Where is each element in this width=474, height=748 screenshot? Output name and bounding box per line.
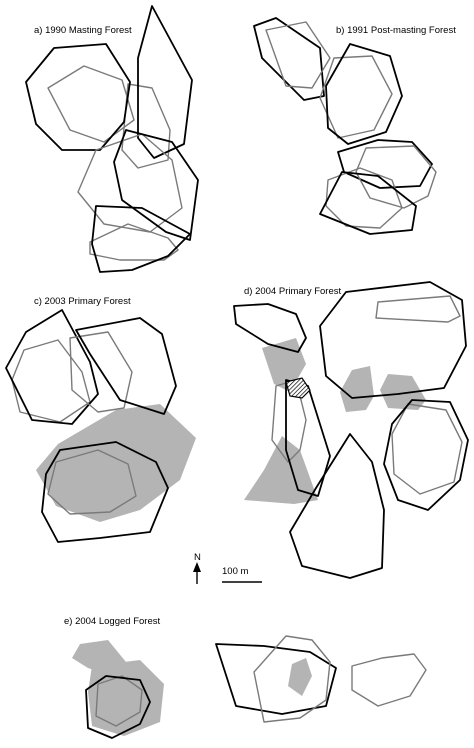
panel-d: d) 2004 Primary Forest (233, 281, 469, 579)
panel-a-title: a) 1990 Masting Forest (34, 25, 132, 36)
home-range-polygon (11, 339, 91, 423)
home-range-polygon (77, 133, 183, 233)
home-range-polygon (337, 139, 433, 189)
north-arrow-label: N (194, 552, 201, 563)
home-range-polygon (233, 303, 307, 353)
north-arrow-head (193, 562, 201, 572)
hatched-area (285, 377, 311, 399)
shaded-area (88, 660, 164, 736)
home-range-polygon (121, 83, 171, 169)
home-range-polygon (383, 399, 469, 511)
shaded-area (36, 404, 196, 522)
home-range-polygon (319, 55, 393, 139)
panel-c-title: c) 2003 Primary Forest (34, 296, 131, 307)
home-range-polygon (253, 17, 325, 101)
panel-e: e) 2004 Logged Forest (64, 616, 427, 739)
home-range-polygon (265, 21, 331, 89)
panel-b-title: b) 1991 Post-masting Forest (336, 25, 456, 36)
north-arrow: N (193, 552, 201, 584)
home-range-polygon (289, 433, 385, 579)
home-range-polygon (75, 317, 177, 415)
home-range-polygon (215, 643, 337, 715)
home-range-polygon (85, 675, 151, 739)
home-range-polygon (137, 5, 193, 159)
home-range-polygon (41, 441, 169, 543)
home-range-polygon (69, 331, 133, 413)
home-range-polygon (25, 43, 131, 151)
home-range-polygon (325, 43, 403, 145)
home-range-polygon (113, 129, 199, 241)
scale-bar-label: 100 m (222, 566, 248, 577)
panel-b: b) 1991 Post-masting Forest (253, 17, 456, 235)
home-range-polygon (375, 295, 461, 323)
home-range-polygon (319, 171, 417, 235)
home-range-polygon (355, 145, 437, 209)
home-range-polygon (319, 281, 467, 399)
home-range-polygon (47, 449, 137, 515)
home-range-polygon (5, 309, 99, 425)
panel-d-title: d) 2004 Primary Forest (244, 286, 342, 297)
home-range-polygon (47, 65, 135, 143)
home-range-polygon (351, 653, 427, 707)
home-range-polygon (95, 675, 143, 727)
scale-bar: 100 m (222, 566, 262, 583)
home-range-polygon (253, 635, 331, 723)
panel-a: a) 1990 Masting Forest (25, 5, 199, 273)
panel-e-title: e) 2004 Logged Forest (64, 616, 160, 627)
shaded-area (288, 658, 312, 696)
shaded-area (340, 366, 374, 412)
panel-c: c) 2003 Primary Forest (5, 296, 196, 543)
shaded-area (244, 436, 318, 504)
home-range-polygon (391, 403, 463, 495)
home-range-polygon (325, 167, 403, 229)
home-range-polygon (91, 205, 191, 273)
